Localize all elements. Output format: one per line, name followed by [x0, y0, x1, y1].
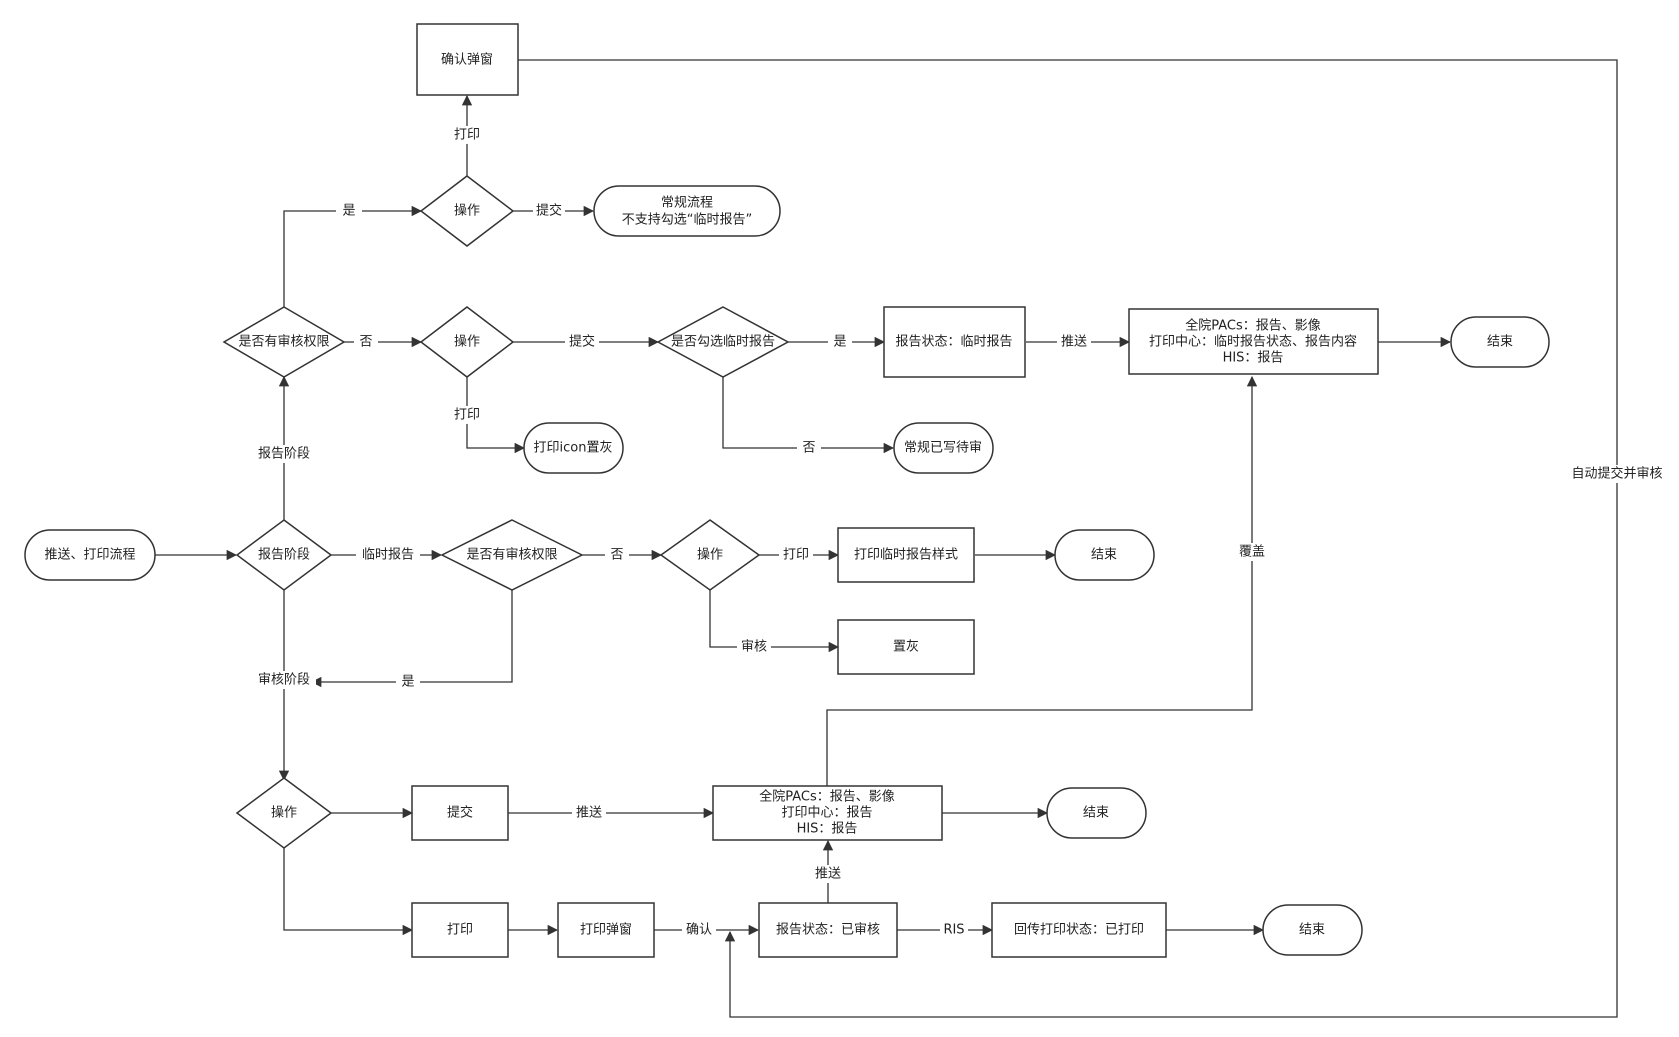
node-temp-checked: [656, 306, 790, 378]
edge-temp-no: [722, 377, 895, 454]
edge-label-auto-submit: 自动提交并审核: [1571, 466, 1662, 482]
node-normal-flow-line1: 常规流程: [661, 196, 713, 211]
node-has-permission-top-label: 是否有审核权限: [238, 334, 329, 350]
node-operate-top-label: 操作: [454, 203, 480, 219]
node-submit: [411, 785, 509, 841]
node-print: [411, 902, 509, 958]
edge-label-submit-top: 提交: [536, 203, 562, 219]
node-operate-top: [419, 175, 515, 247]
node-grey-out: [837, 619, 975, 675]
node-confirm-dialog: [416, 23, 519, 96]
edges: [155, 59, 1618, 1018]
node-normal-written-label: 常规已写待审: [904, 441, 982, 456]
edge-operate-mid-to-print-icon: [466, 377, 526, 454]
node-end-mid-label: 结束: [1091, 548, 1117, 563]
node-has-permission-mid: [440, 519, 584, 591]
node-end-bottom: [1262, 904, 1363, 956]
node-operate-mid-label: 操作: [454, 334, 480, 350]
node-end-review: [1046, 787, 1147, 839]
edge-label-review-temp: 审核: [741, 640, 767, 655]
nodes: 推送、打印流程 报告阶段 是否有审核权限 操作 确认弹窗 常规流程 不支持勾选“…: [24, 23, 1550, 958]
node-print-icon-grey-label: 打印icon置灰: [534, 441, 613, 456]
edge-label-no-top: 否: [359, 335, 372, 350]
node-normal-written: [893, 422, 994, 474]
node-push-targets: [712, 785, 943, 841]
node-has-permission-mid-label: 是否有审核权限: [466, 547, 557, 563]
node-temp-checked-label: 是否勾选临时报告: [671, 335, 775, 350]
node-status-temp-label: 报告状态：临时报告: [895, 335, 1012, 350]
node-operate-review: [235, 777, 333, 849]
node-callback-status: [991, 902, 1167, 958]
edge-label-ris: RIS: [943, 923, 964, 938]
node-push-targets-line3: HIS：报告: [797, 822, 858, 837]
edge-permission-yes: [283, 205, 423, 307]
edge-permission-mid-yes: [310, 590, 513, 688]
edge-auto-submit-loop: [518, 59, 1618, 1018]
node-end-top-label: 结束: [1487, 335, 1513, 350]
edge-label-push-review: 推送: [576, 806, 602, 821]
node-operate-review-label: 操作: [271, 805, 297, 821]
edge-label-no-mid: 否: [802, 441, 815, 456]
edge-operate-temp-to-grey: [709, 590, 840, 653]
node-print-label: 打印: [447, 923, 473, 938]
node-grey-out-label: 置灰: [893, 640, 919, 655]
edge-label-print-temp: 打印: [783, 548, 809, 563]
node-operate-temp-label: 操作: [697, 547, 723, 563]
node-callback-status-label: 回传打印状态：已打印: [1014, 923, 1144, 938]
node-normal-flow: [593, 185, 781, 237]
edge-label-print-mid: 打印: [454, 408, 480, 423]
node-status-reviewed-label: 报告状态：已审核: [776, 923, 880, 938]
node-end-top: [1450, 316, 1550, 368]
node-end-bottom-label: 结束: [1299, 923, 1325, 938]
edge-label-push-mid: 推送: [1061, 335, 1087, 350]
node-push-targets-line2: 打印中心：报告: [781, 806, 872, 821]
edge-label-report-stage: 报告阶段: [258, 447, 310, 462]
node-print-icon-grey: [523, 422, 624, 474]
node-end-mid: [1054, 529, 1155, 581]
node-status-reviewed: [758, 902, 898, 958]
node-normal-flow-line2: 不支持勾选“临时报告”: [622, 213, 752, 228]
edge-label-yes-review: 是: [401, 675, 414, 690]
node-stage-label: 报告阶段: [258, 548, 310, 563]
node-push-temp-targets-line3: HIS：报告: [1223, 351, 1284, 366]
node-print-temp-style: [837, 527, 975, 583]
edge-label-no-temp: 否: [610, 548, 623, 563]
edge-label-confirm: 确认: [686, 923, 712, 938]
edge-operate-review-to-print: [283, 848, 414, 936]
edge-labels: 是 打印 提交 否 提交 是 推送 打印 否 报告阶段 临时报告 否 打印 审核…: [252, 126, 1665, 939]
node-push-temp-targets-line1: 全院PACs：报告、影像: [1185, 318, 1321, 334]
node-operate-mid: [419, 306, 515, 378]
node-start: [24, 529, 156, 581]
node-operate-temp: [659, 519, 761, 591]
node-push-temp-targets-line2: 打印中心：临时报告状态、报告内容: [1149, 334, 1357, 350]
node-push-targets-line1: 全院PACs：报告、影像: [759, 789, 895, 805]
edge-label-push-up: 推送: [815, 867, 841, 882]
edge-label-review-stage: 审核阶段: [258, 673, 310, 688]
node-confirm-dialog-label: 确认弹窗: [441, 52, 493, 68]
node-print-temp-style-label: 打印临时报告样式: [854, 548, 958, 563]
edge-label-temp-report: 临时报告: [362, 548, 414, 563]
edge-label-overwrite: 覆盖: [1239, 545, 1265, 560]
node-print-dialog: [557, 902, 655, 958]
node-start-label: 推送、打印流程: [44, 548, 135, 563]
node-stage: [235, 519, 333, 591]
node-end-review-label: 结束: [1083, 806, 1109, 821]
node-status-temp: [883, 306, 1026, 378]
node-print-dialog-label: 打印弹窗: [580, 922, 632, 938]
edge-label-yes-mid: 是: [833, 335, 846, 350]
edge-label-yes-top: 是: [342, 204, 355, 219]
node-has-permission-top: [222, 306, 346, 378]
edge-label-submit-mid: 提交: [569, 334, 595, 350]
node-submit-label: 提交: [447, 805, 473, 821]
edge-label-print-top: 打印: [454, 128, 480, 143]
node-push-temp-targets: [1128, 308, 1379, 375]
